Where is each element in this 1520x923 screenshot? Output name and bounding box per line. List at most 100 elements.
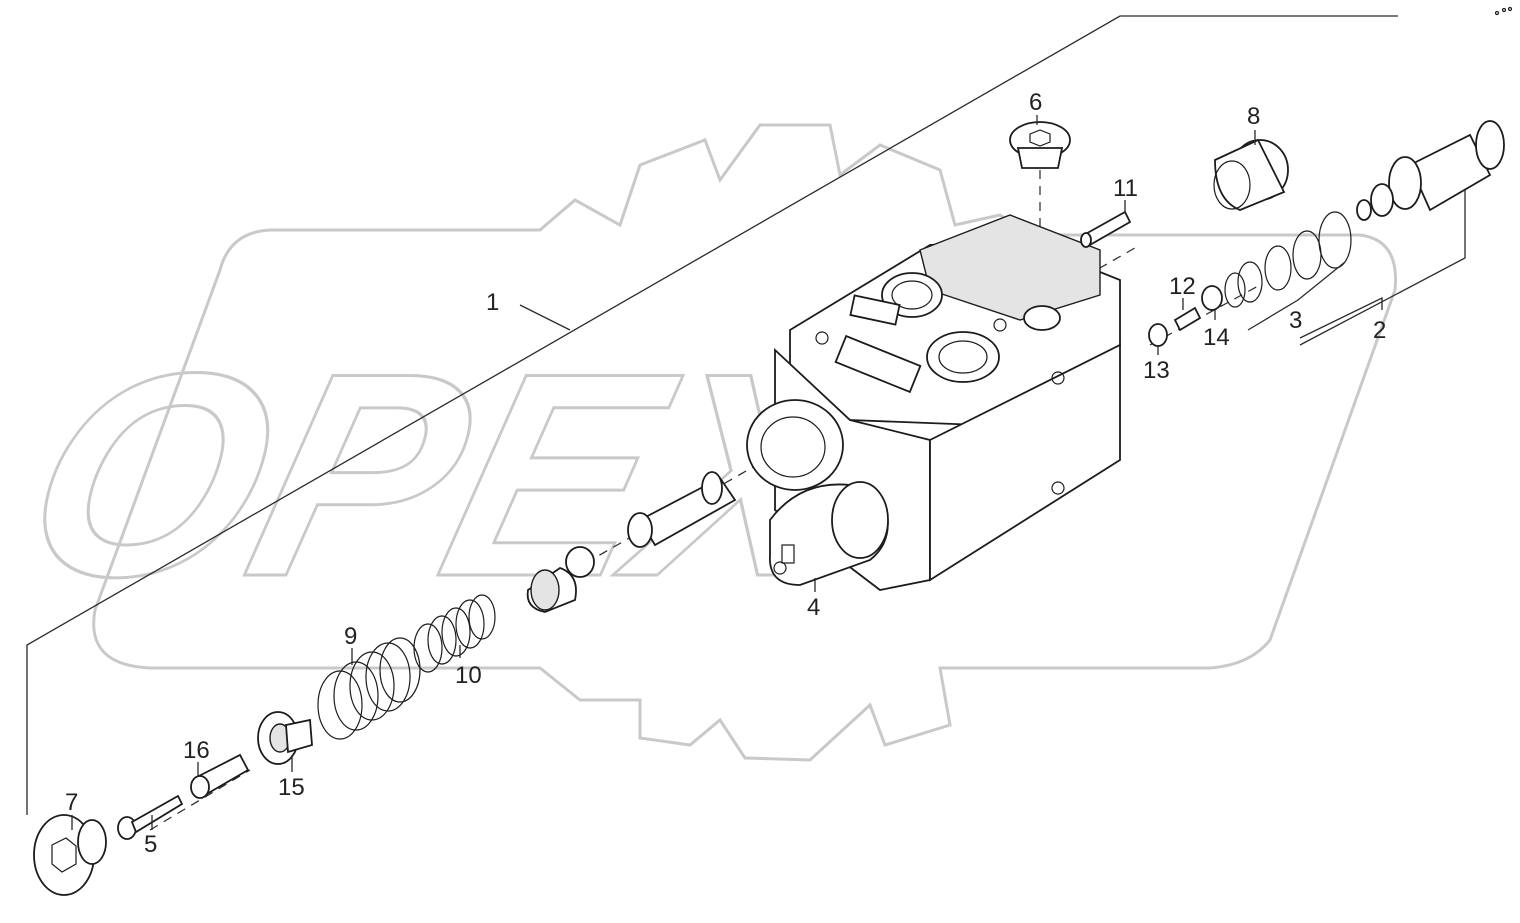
port-center bbox=[926, 331, 1000, 383]
small-parts-12-13-14 bbox=[1148, 285, 1223, 347]
spool-end-cap bbox=[530, 569, 560, 611]
port-upper-thread bbox=[891, 280, 933, 310]
part-12-body bbox=[1173, 306, 1202, 332]
spring-part-9 bbox=[317, 637, 421, 740]
cartridge-connector bbox=[1475, 120, 1505, 170]
side-port-boss bbox=[746, 399, 844, 491]
sleeve-end bbox=[190, 775, 210, 799]
valve-body-side-face bbox=[929, 343, 1121, 582]
bolt-part-5 bbox=[117, 794, 184, 840]
spring-9-coil-1 bbox=[317, 670, 363, 740]
spool-collar-2 bbox=[627, 512, 653, 548]
cap-part-8 bbox=[1213, 138, 1289, 211]
cap-part-4 bbox=[769, 481, 889, 586]
cartridge-part-2 bbox=[1356, 120, 1505, 221]
spring-10-coil-4 bbox=[455, 599, 485, 649]
plug-6-thread bbox=[1016, 147, 1064, 169]
spring-10-coil-5 bbox=[468, 594, 496, 640]
cap-ring bbox=[773, 561, 787, 575]
spool-collar-3 bbox=[565, 546, 595, 578]
cartridge-stem-1 bbox=[1370, 183, 1394, 217]
seal-ring-2 bbox=[1292, 230, 1322, 280]
bolt-hole-1 bbox=[815, 331, 829, 345]
leader-3 bbox=[1247, 261, 1346, 331]
seal-ring-1 bbox=[1318, 211, 1352, 269]
bolt-hole-3 bbox=[1051, 371, 1065, 385]
cap-8-face bbox=[1213, 160, 1251, 210]
cap-8-body bbox=[1214, 138, 1286, 211]
corner-dot-3 bbox=[1507, 6, 1513, 12]
watermark-gear-outline bbox=[92, 123, 1398, 762]
valve-body bbox=[746, 214, 1121, 591]
callout-1: 1 bbox=[486, 289, 499, 316]
assembly-frame-lines bbox=[26, 15, 1466, 815]
spring-10-coil-2 bbox=[427, 615, 457, 665]
callout-16: 16 bbox=[183, 737, 210, 764]
bolt-hole-4 bbox=[1051, 481, 1065, 495]
port-small-right bbox=[1023, 305, 1061, 331]
retainer-neck bbox=[285, 718, 313, 754]
plug-hex-socket bbox=[51, 837, 77, 873]
watermark-text: OPEX bbox=[0, 313, 900, 637]
leader-2 bbox=[1299, 296, 1383, 339]
spool-assembly bbox=[526, 471, 737, 613]
callout-5: 5 bbox=[144, 831, 157, 858]
callout-6: 6 bbox=[1029, 89, 1042, 116]
axis-lower bbox=[1149, 284, 1261, 346]
frame-right-diagonal bbox=[1299, 170, 1466, 346]
plug-part-7 bbox=[33, 814, 107, 896]
part-13-body bbox=[1148, 323, 1168, 347]
corner-dot-2 bbox=[1501, 7, 1507, 13]
callout-10: 10 bbox=[455, 662, 482, 689]
seal-ring-3 bbox=[1264, 245, 1292, 291]
side-port-thread bbox=[760, 416, 826, 478]
seal-rings-part-3 bbox=[1224, 211, 1352, 308]
corner-mark bbox=[1494, 6, 1513, 16]
plate-slot bbox=[849, 294, 901, 326]
spring-9-coil-4 bbox=[365, 642, 411, 712]
pin-part-11 bbox=[1080, 210, 1132, 248]
bolt-hole-2 bbox=[993, 318, 1007, 332]
callout-14: 14 bbox=[1203, 324, 1230, 351]
part-14-body bbox=[1201, 285, 1223, 311]
callout-2: 2 bbox=[1373, 317, 1386, 344]
callout-7: 7 bbox=[65, 789, 78, 816]
spool-collar-1 bbox=[701, 471, 723, 505]
seal-ring-5 bbox=[1224, 272, 1246, 308]
name-plate bbox=[834, 334, 922, 394]
cartridge-coil bbox=[1408, 133, 1492, 212]
watermark-logo: OPEX bbox=[0, 123, 1398, 762]
callout-15: 15 bbox=[278, 774, 305, 801]
cartridge-nut bbox=[1388, 156, 1422, 210]
callout-8: 8 bbox=[1247, 103, 1260, 130]
plug-6-hex bbox=[1029, 129, 1051, 147]
seal-ring-4 bbox=[1237, 261, 1263, 303]
cartridge-stem-2 bbox=[1356, 199, 1372, 221]
callout-9: 9 bbox=[344, 623, 357, 650]
cap-tag bbox=[781, 544, 795, 564]
spring-9-coil-3 bbox=[349, 651, 395, 721]
bolt-shank bbox=[130, 794, 184, 834]
leader-lines bbox=[71, 115, 1383, 830]
spring-9-coil-5 bbox=[379, 637, 421, 703]
frame-top-diagonal bbox=[26, 15, 1398, 815]
callout-4: 4 bbox=[807, 594, 820, 621]
spring-part-10 bbox=[413, 594, 496, 673]
sleeve-part-16 bbox=[190, 753, 250, 799]
callout-11: 11 bbox=[1113, 175, 1138, 202]
cap-rim bbox=[831, 481, 889, 559]
callout-12: 12 bbox=[1169, 273, 1196, 300]
plug-thread bbox=[77, 819, 107, 865]
callout-3: 3 bbox=[1289, 307, 1302, 334]
plug-part-6 bbox=[1009, 121, 1071, 169]
port-center-thread bbox=[938, 340, 988, 374]
callout-13: 13 bbox=[1143, 357, 1170, 384]
spring-10-coil-1 bbox=[413, 623, 443, 673]
axis-bolt bbox=[149, 769, 251, 831]
retainer-part-15 bbox=[257, 711, 313, 765]
spring-10-coil-3 bbox=[441, 607, 471, 657]
corner-dot-1 bbox=[1494, 10, 1500, 16]
callout-labels: 1 2 3 4 5 6 7 8 9 10 11 12 13 14 15 16 bbox=[65, 89, 1386, 858]
leader-1 bbox=[519, 304, 571, 331]
